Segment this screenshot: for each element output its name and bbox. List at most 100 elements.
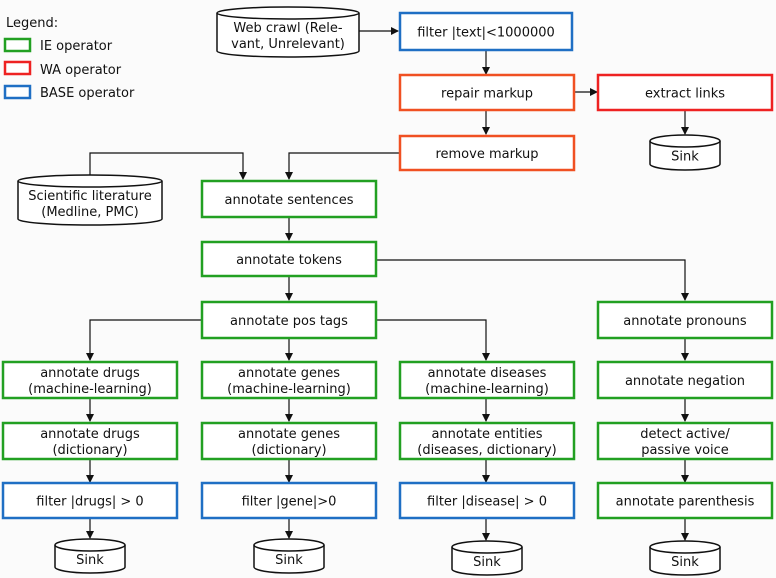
node-label: Sink bbox=[76, 553, 104, 568]
legend-ie-label: IE operator bbox=[40, 39, 113, 54]
node-label: (dictionary) bbox=[251, 443, 326, 458]
legend-base-label: BASE operator bbox=[40, 86, 135, 101]
node-parenthesis: annotate parenthesis bbox=[596, 481, 774, 520]
node-label: remove markup bbox=[435, 147, 538, 162]
node-label: Sink bbox=[671, 150, 699, 165]
node-repair-markup: repair markup bbox=[398, 73, 576, 112]
edge-scilit-sentences bbox=[89, 152, 247, 180]
node-filter-drugs: filter |drugs| > 0 bbox=[1, 481, 179, 520]
operator-box bbox=[398, 360, 576, 400]
node-annotate-pronouns: annotate pronouns bbox=[596, 300, 774, 340]
node-label: annotate pronouns bbox=[623, 314, 747, 329]
node-genes-ml: annotate genes(machine-learning) bbox=[200, 360, 378, 400]
cylinder-shape bbox=[17, 174, 163, 226]
cylinder-lip bbox=[216, 12, 360, 20]
node-label: Sink bbox=[275, 553, 303, 568]
node-genes-dict: annotate genes(dictionary) bbox=[200, 421, 378, 461]
node-label: extract links bbox=[645, 87, 725, 102]
cylinder-lip bbox=[54, 544, 126, 552]
node-label: Sink bbox=[671, 555, 699, 570]
node-label: annotate sentences bbox=[225, 193, 354, 208]
node-label: annotate tokens bbox=[236, 253, 342, 268]
node-label: repair markup bbox=[441, 87, 533, 102]
node-label: annotate genes bbox=[238, 427, 340, 442]
cylinder-shape bbox=[451, 540, 523, 576]
node-sink-voice: Sink bbox=[649, 540, 721, 576]
edge-pos-drugs bbox=[86, 319, 202, 361]
node-label: annotate entities bbox=[431, 427, 542, 442]
cylinder-lip bbox=[649, 546, 721, 554]
node-label: (Medline, PMC) bbox=[41, 205, 138, 220]
node-filter-text: filter |text|<1000000 bbox=[398, 11, 574, 52]
node-sci-lit: Scientific literature(Medline, PMC) bbox=[17, 174, 163, 226]
cylinder-lip bbox=[451, 546, 523, 554]
node-sink-links: Sink bbox=[649, 134, 721, 171]
operator-box bbox=[1, 360, 179, 400]
node-label: filter |drugs| > 0 bbox=[36, 495, 143, 510]
node-label: annotate parenthesis bbox=[616, 495, 755, 510]
legend-wa-label: WA operator bbox=[40, 63, 122, 78]
cylinder-lip bbox=[649, 140, 721, 148]
edges bbox=[86, 27, 689, 541]
cylinder-lip bbox=[17, 180, 163, 188]
node-label: filter |disease| > 0 bbox=[427, 495, 547, 510]
node-extract-links: extract links bbox=[596, 73, 774, 112]
node-label: annotate drugs bbox=[40, 427, 140, 442]
cylinder-shape bbox=[253, 538, 325, 574]
operator-box bbox=[398, 73, 576, 112]
node-entities-dict: annotate entities(diseases, dictionary) bbox=[398, 421, 576, 461]
legend-base-swatch bbox=[3, 84, 32, 100]
cylinder-shape bbox=[649, 540, 721, 576]
operator-box bbox=[596, 73, 774, 112]
operator-box bbox=[200, 179, 378, 219]
operator-box bbox=[398, 481, 576, 520]
node-drugs-ml: annotate drugs(machine-learning) bbox=[1, 360, 179, 400]
node-label: annotate drugs bbox=[40, 366, 140, 381]
operator-box bbox=[1, 421, 179, 461]
operator-box bbox=[200, 481, 378, 520]
node-label: annotate genes bbox=[238, 366, 340, 381]
operator-box bbox=[596, 360, 774, 400]
node-negation: annotate negation bbox=[596, 360, 774, 400]
node-label: Sink bbox=[473, 555, 501, 570]
edge-tokens-pronouns bbox=[376, 259, 689, 301]
operator-box bbox=[398, 134, 576, 172]
operator-box bbox=[398, 11, 574, 52]
operator-box bbox=[1, 481, 179, 520]
operator-box bbox=[200, 240, 378, 278]
node-remove-markup: remove markup bbox=[398, 134, 576, 172]
node-label: (machine-learning) bbox=[227, 382, 351, 397]
node-label: annotate diseases bbox=[428, 366, 547, 381]
nodes: Web crawl (Rele-vant, Unrelevant) filter … bbox=[1, 6, 774, 576]
operator-box bbox=[398, 421, 576, 461]
node-label: filter |gene|>0 bbox=[242, 495, 337, 510]
node-drugs-dict: annotate drugs(dictionary) bbox=[1, 421, 179, 461]
node-label: passive voice bbox=[641, 443, 729, 458]
node-active-passive: detect active/passive voice bbox=[596, 421, 774, 461]
node-label: detect active/ bbox=[640, 427, 730, 442]
cylinder-shape bbox=[54, 538, 126, 574]
operator-box bbox=[596, 300, 774, 340]
node-label: Scientific literature bbox=[28, 189, 151, 204]
node-label: vant, Unrelevant) bbox=[231, 37, 345, 52]
node-sink-genes: Sink bbox=[253, 538, 325, 574]
legend-ie-swatch bbox=[3, 37, 32, 53]
node-label: Web crawl (Rele- bbox=[233, 21, 342, 36]
node-web-crawl: Web crawl (Rele-vant, Unrelevant) bbox=[216, 6, 360, 58]
cylinder-shape bbox=[649, 134, 721, 171]
node-filter-gene: filter |gene|>0 bbox=[200, 481, 378, 520]
node-label: filter |text|<1000000 bbox=[417, 26, 555, 41]
node-annotate-pos: annotate pos tags bbox=[200, 300, 378, 340]
node-label: (dictionary) bbox=[52, 443, 127, 458]
node-label: (diseases, dictionary) bbox=[417, 443, 556, 458]
node-label: (machine-learning) bbox=[425, 382, 549, 397]
edge-pos-diseases bbox=[376, 319, 490, 361]
node-label: annotate pos tags bbox=[230, 314, 348, 329]
node-annotate-sentences: annotate sentences bbox=[200, 179, 378, 219]
node-sink-drugs: Sink bbox=[54, 538, 126, 574]
legend: Legend: IE operator WA operator BASE ope… bbox=[3, 16, 135, 101]
operator-box bbox=[200, 421, 378, 461]
legend-title: Legend: bbox=[6, 16, 58, 31]
